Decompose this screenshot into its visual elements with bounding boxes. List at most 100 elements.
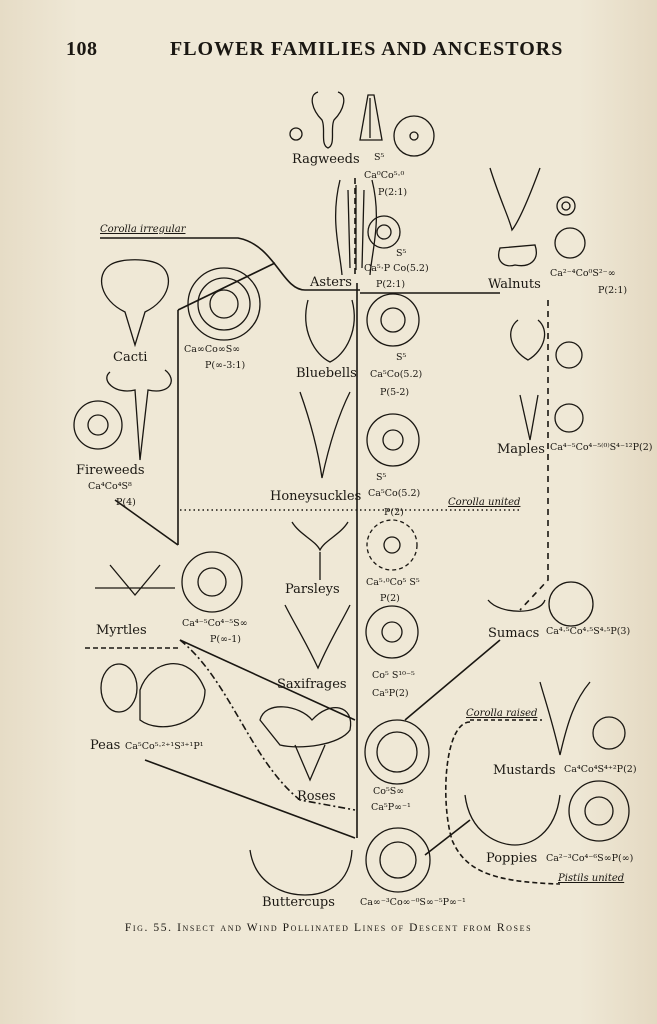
fireweed-diagram-icon bbox=[73, 400, 123, 450]
formula-bluebells-ca: Ca⁵Co(5.2) bbox=[370, 369, 423, 380]
label-walnuts: Walnuts bbox=[488, 277, 541, 292]
poppy-diagram-icon bbox=[568, 780, 630, 842]
formula-fireweeds-p: P(4) bbox=[116, 497, 136, 508]
label-roses: Roses bbox=[297, 789, 336, 804]
rose-stamens-icon bbox=[294, 744, 326, 782]
myrtle-flower-icon bbox=[95, 564, 175, 597]
formula-ragweeds-s: S⁵ bbox=[374, 152, 385, 163]
formula-saxifrages: Co⁵ S¹⁰⁻⁵ bbox=[372, 670, 415, 681]
walnut-catkin-icon bbox=[489, 167, 541, 232]
formula-myrtles-p: P(∞-1) bbox=[210, 634, 241, 645]
poppies-buttercups-line bbox=[424, 819, 471, 856]
annotation-corolla-united: Corolla united bbox=[448, 497, 521, 508]
ragweed-stamens-icon bbox=[359, 94, 383, 141]
peas-buttercups-line bbox=[144, 759, 356, 839]
formula-cacti-p: P(∞-3:1) bbox=[205, 360, 246, 371]
mustard-flower-icon bbox=[539, 681, 591, 756]
formula-ragweeds-ca: Ca⁰Co⁵·⁰ bbox=[364, 170, 405, 181]
fireweed-flower-icon bbox=[106, 369, 172, 461]
formula-asters-p: P(2:1) bbox=[376, 279, 406, 290]
annotation-pistils-united: Pistils united bbox=[558, 873, 625, 884]
saxifrage-diagram-icon bbox=[365, 605, 419, 659]
formula-cacti: Ca∞Co∞S∞ bbox=[184, 344, 241, 355]
cacti-branch-line bbox=[177, 262, 276, 311]
sumac-flower-icon bbox=[487, 599, 546, 612]
label-myrtles: Myrtles bbox=[96, 623, 147, 638]
figure-caption: Fig. 55. Insect and Wind Pollinated Line… bbox=[124, 922, 533, 934]
formula-maples: Ca⁴⁻⁵Co⁴⁻⁵⁽⁰⁾S⁴⁻¹²P(2) bbox=[550, 442, 653, 453]
label-maples: Maples bbox=[497, 442, 545, 457]
ragweed-diagram-icon bbox=[393, 115, 435, 157]
myrtles-roses-line bbox=[179, 639, 356, 721]
formula-roses: Co⁵S∞ bbox=[373, 786, 405, 797]
aster-floret-icon bbox=[334, 179, 378, 276]
rose-flower-icon bbox=[259, 706, 352, 748]
parsley-diagram-icon bbox=[366, 519, 418, 571]
label-asters: Asters bbox=[310, 275, 352, 290]
page-number: 108 bbox=[66, 38, 98, 60]
label-saxifrages: Saxifrages bbox=[277, 677, 347, 692]
label-peas: Peas bbox=[90, 738, 121, 753]
aster-diagram-icon bbox=[367, 215, 401, 249]
formula-sumacs: Ca⁴·⁵Co⁴·⁵S⁴·⁵P(3) bbox=[546, 626, 631, 637]
label-buttercups: Buttercups bbox=[262, 895, 335, 910]
formula-buttercups: Ca∞⁻³Co∞⁻⁰S∞⁻⁵P∞⁻¹ bbox=[360, 897, 466, 908]
peas-roses-line bbox=[179, 639, 356, 811]
label-poppies: Poppies bbox=[486, 851, 538, 866]
ragweed-flower-icon bbox=[311, 91, 345, 149]
cactus-diagram-icon bbox=[187, 267, 261, 341]
formula-parsleys-ca: Ca⁵·⁰Co⁵ S⁵ bbox=[366, 577, 420, 588]
honeysuckle-flower-icon bbox=[299, 391, 351, 479]
buttercup-flower-icon bbox=[249, 849, 353, 896]
pea-flower-icon bbox=[139, 662, 206, 728]
page-header: 108 FLOWER FAMILIES AND ANCESTORS bbox=[0, 38, 657, 68]
cactus-flower-icon bbox=[101, 259, 169, 348]
formula-parsleys-p2: P(2) bbox=[380, 593, 400, 604]
formula-ragweeds-p: P(2:1) bbox=[378, 187, 408, 198]
label-honeysuckles: Honeysuckles bbox=[270, 489, 362, 504]
walnut-ovary-icon bbox=[556, 196, 576, 216]
annotation-corolla-raised: Corolla raised bbox=[466, 708, 538, 719]
maple-diagram-icon bbox=[554, 403, 584, 433]
sumac-diagram-icon bbox=[548, 581, 594, 627]
ragweed-ovary-icon bbox=[289, 127, 303, 141]
formula-bluebells-s: S⁵ bbox=[396, 352, 407, 363]
buttercup-diagram-icon bbox=[365, 827, 431, 893]
formula-mustards: Ca⁴Co⁴S⁴⁺²P(2) bbox=[564, 764, 637, 775]
bluebell-flower-icon bbox=[305, 299, 355, 363]
label-parsleys: Parsleys bbox=[285, 582, 340, 597]
label-bluebells: Bluebells bbox=[296, 366, 357, 381]
formula-parsleys-p: P(2) bbox=[384, 507, 404, 518]
flower-drawings bbox=[73, 91, 630, 896]
formula-asters-cap: Ca⁵·P Co(5.2) bbox=[364, 263, 429, 274]
saxifrage-flower-icon bbox=[284, 604, 351, 670]
poppy-flower-icon bbox=[464, 794, 561, 846]
descent-lines bbox=[85, 178, 561, 885]
running-title: FLOWER FAMILIES AND ANCESTORS bbox=[170, 38, 564, 60]
formula-walnuts-p: P(2:1) bbox=[598, 285, 628, 296]
label-sumacs: Sumacs bbox=[488, 626, 540, 641]
label-fireweeds: Fireweeds bbox=[76, 463, 145, 478]
corolla-raised-line bbox=[445, 721, 561, 885]
formula-walnuts: Ca²⁻⁴Co⁰S²⁻∞ bbox=[550, 268, 616, 279]
bluebell-diagram-icon bbox=[366, 293, 420, 347]
pea-diagram-icon bbox=[100, 663, 138, 713]
label-mustards: Mustards bbox=[493, 763, 556, 778]
formula-roses-p: Ca⁵P∞⁻¹ bbox=[371, 802, 411, 813]
formula-poppies: Ca²⁻³Co⁴⁻⁶S∞P(∞) bbox=[546, 853, 634, 864]
formula-asters-s: S⁵ bbox=[396, 248, 407, 259]
annotation-corolla-irregular: Corolla irregular bbox=[100, 224, 186, 235]
corolla-irregular-line bbox=[100, 237, 360, 291]
wind-line-walnuts-maples bbox=[519, 300, 549, 611]
formula-peas: Ca⁵Co⁵·²⁺¹S³⁺¹P¹ bbox=[125, 741, 204, 752]
label-ragweeds: Ragweeds bbox=[292, 152, 360, 167]
sumacs-roses-line bbox=[404, 639, 501, 721]
honeysuckle-diagram-icon bbox=[366, 413, 420, 467]
label-cacti: Cacti bbox=[113, 350, 148, 365]
formula-honeysuckles-s: S⁵ bbox=[376, 472, 387, 483]
walnut-diagram-icon bbox=[554, 227, 586, 259]
mustard-diagram-icon bbox=[592, 716, 626, 750]
walnut-flower-icon bbox=[498, 244, 537, 267]
